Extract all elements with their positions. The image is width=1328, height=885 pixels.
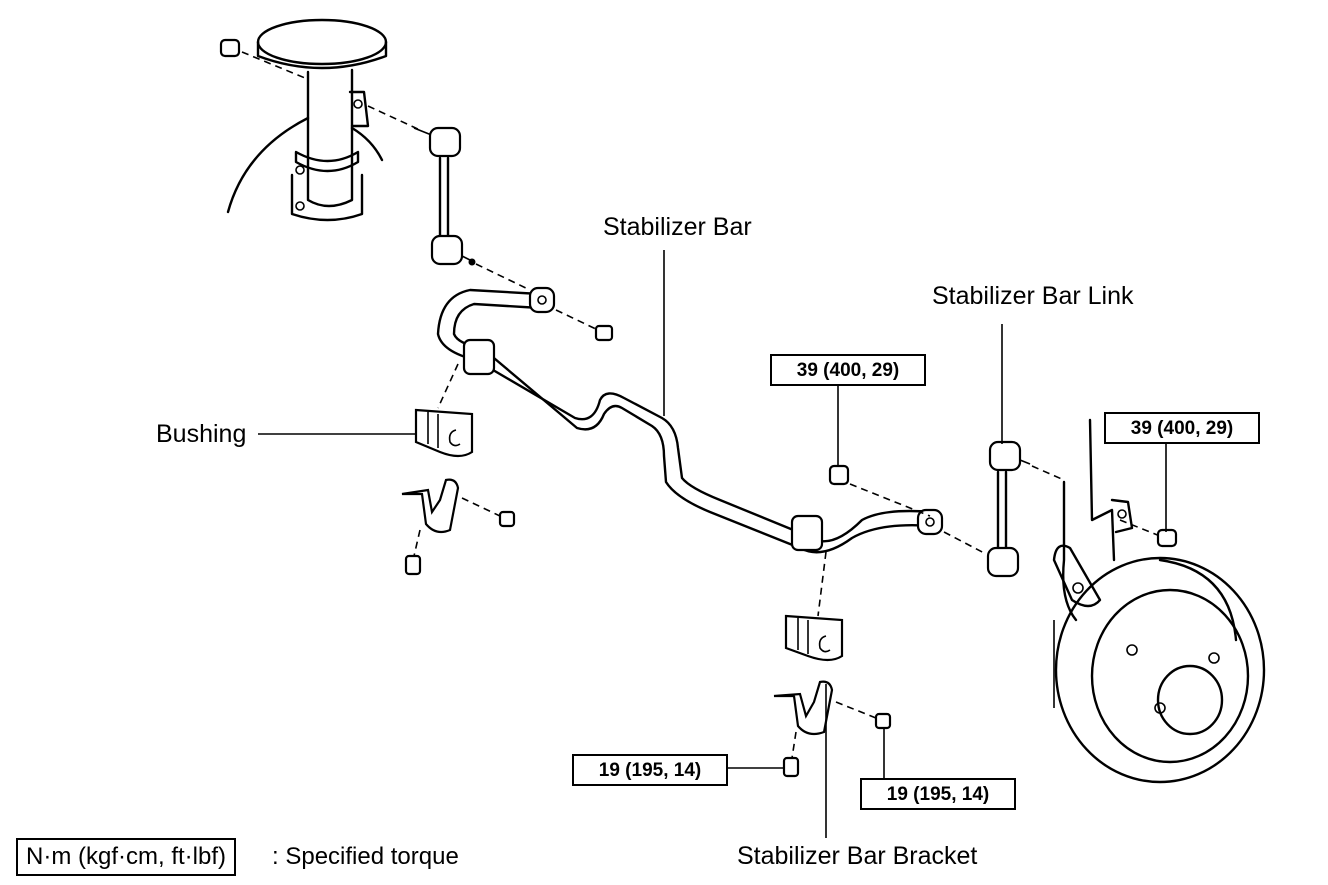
leader-lines	[258, 250, 1167, 838]
right-bushing-bracket	[773, 551, 892, 778]
left-bushing-bracket	[401, 363, 516, 576]
center-nut	[828, 464, 931, 517]
stabilizer-bar-label: Stabilizer Bar	[603, 213, 752, 241]
torque-callout-link-nut-center: 39 (400, 29)	[770, 354, 926, 386]
torque-legend-description: : Specified torque	[272, 843, 459, 870]
left-strut	[219, 18, 421, 222]
stabilizer-bar	[436, 286, 944, 554]
torque-callout-link-nut-right: 39 (400, 29)	[1104, 412, 1260, 444]
torque-callout-bracket-bolt-right: 19 (195, 14)	[860, 778, 1016, 810]
right-knuckle-disc	[1052, 418, 1266, 784]
stabilizer-bar-link-label: Stabilizer Bar Link	[932, 282, 1134, 310]
left-link	[413, 126, 531, 291]
stabilizer-bar-bracket-label: Stabilizer Bar Bracket	[737, 842, 978, 870]
torque-callout-bracket-bolt-lower: 19 (195, 14)	[572, 754, 728, 786]
right-link	[943, 440, 1065, 578]
torque-unit-legend-box: N·m (kgf·cm, ft·lbf)	[16, 838, 236, 876]
bushing-label: Bushing	[156, 420, 247, 448]
